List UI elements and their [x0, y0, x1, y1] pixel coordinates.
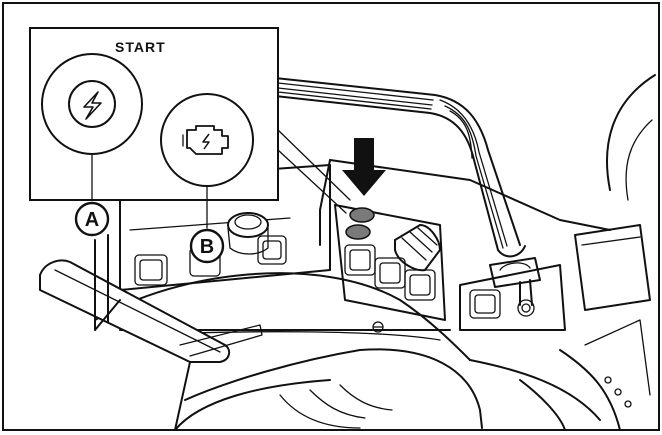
label-b-text: B: [200, 236, 214, 258]
down-arrow-icon: [342, 138, 386, 196]
indicator-lamp-upper: [349, 207, 375, 223]
indicator-lamp-lower: [345, 224, 371, 240]
label-b: B: [189, 228, 225, 264]
start-button-a: [41, 53, 143, 201]
dashboard-drawing: [39, 74, 656, 431]
lightning-icon: [83, 91, 102, 120]
label-a: A: [74, 201, 110, 237]
throttle-lever: [39, 259, 263, 431]
label-a-text: A: [85, 209, 99, 231]
ignition-knob: [394, 224, 441, 272]
engine-icon: [182, 125, 229, 155]
start-title: START: [115, 39, 166, 55]
engine-indicator-b: [160, 93, 254, 229]
